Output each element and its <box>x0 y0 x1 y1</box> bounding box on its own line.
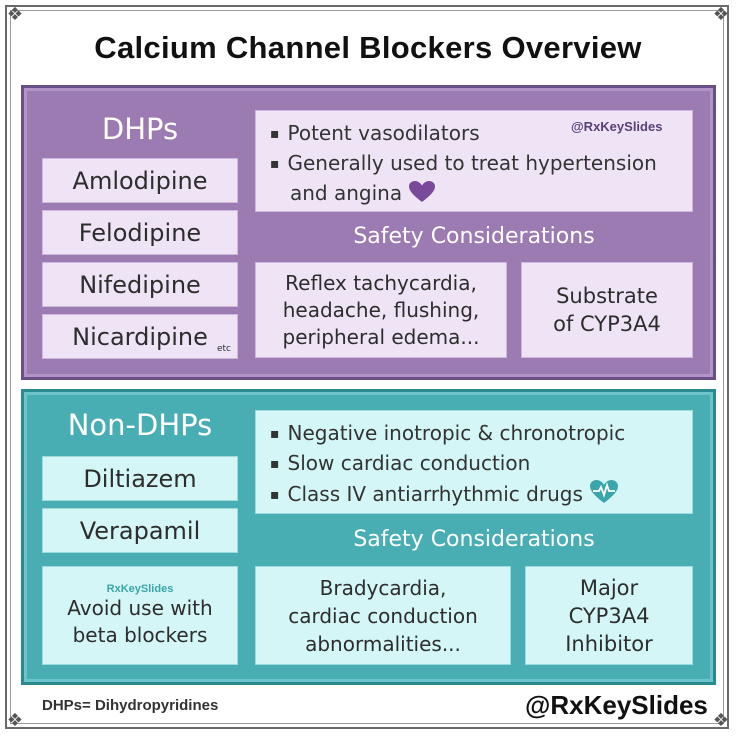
dhp-safety-heading: Safety Considerations <box>353 224 595 249</box>
drug-verapamil: Verapamil <box>42 508 238 553</box>
watermark: @RxKeySlides <box>571 119 663 134</box>
non-dhp-bullet: Slow cardiac conduction <box>270 449 678 479</box>
corner-ornament-icon: ❖ <box>6 710 24 731</box>
dhp-bullet: Generally used to treat hypertension <box>270 149 678 179</box>
corner-ornament-icon: ❖ <box>6 4 24 25</box>
brand-handle: @RxKeySlides <box>525 690 708 720</box>
drug-diltiazem: Diltiazem <box>42 456 238 501</box>
dhp-safety-cyp: Substrate of CYP3A4 <box>521 262 693 358</box>
drug-felodipine: Felodipine <box>42 210 238 255</box>
non-dhp-safety-heading: Safety Considerations <box>353 527 595 552</box>
corner-ornament-icon: ❖ <box>712 710 730 731</box>
avoid-text: Avoid use with beta blockers <box>67 595 213 647</box>
heartbeat-heart-icon <box>589 480 618 503</box>
drug-nicardipine: Nicardipine etc <box>42 314 238 359</box>
avoid-beta-blockers-box: RxKeySlides Avoid use with beta blockers <box>42 566 238 665</box>
non-dhp-heading: Non-DHPs <box>67 408 213 442</box>
drug-amlodipine: Amlodipine <box>42 158 238 203</box>
non-dhp-safety-cyp: Major CYP3A4 Inhibitor <box>525 566 693 665</box>
outer-frame <box>5 5 729 729</box>
dhp-heading: DHPs <box>101 112 179 146</box>
dhp-bullet: Potent vasodilators <box>270 119 678 149</box>
inner-frame <box>10 10 724 724</box>
dhp-bullet-continuation: and angina <box>270 179 678 208</box>
page-title: Calcium Channel Blockers Overview <box>94 30 642 65</box>
drug-nifedipine: Nifedipine <box>42 262 238 307</box>
non-dhp-safety-effects: Bradycardia, cardiac conduction abnormal… <box>255 566 511 665</box>
watermark: RxKeySlides <box>106 582 174 595</box>
non-dhp-bullet: Class IV antiarrhythmic drugs <box>270 479 678 510</box>
heart-icon <box>409 181 436 202</box>
drug-nicardipine-label: Nicardipine <box>72 322 208 351</box>
corner-ornament-icon: ❖ <box>712 4 730 25</box>
abbreviation-definition: DHPs= Dihydropyridines <box>42 697 219 714</box>
non-dhp-bullet: Negative inotropic & chronotropic <box>270 419 678 449</box>
non-dhp-bullets: Negative inotropic & chronotropic Slow c… <box>255 410 693 514</box>
dhp-safety-effects: Reflex tachycardia, headache, flushing, … <box>255 262 507 358</box>
dhp-bullets: Potent vasodilators Generally used to tr… <box>255 110 693 212</box>
etc-note: etc <box>216 344 231 354</box>
